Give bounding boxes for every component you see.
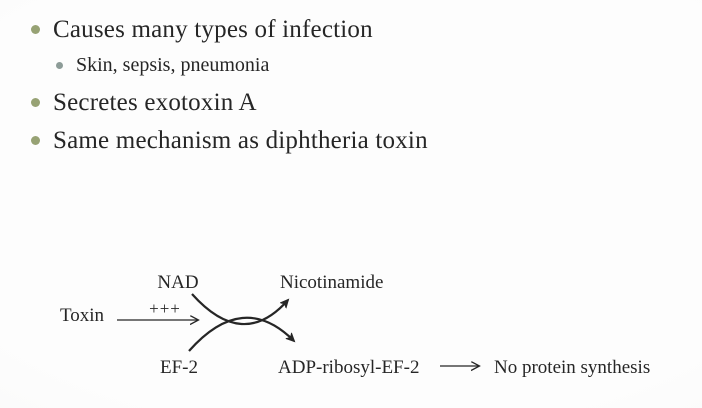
sub-bullet-text: Skin, sepsis, pneumonia (76, 54, 270, 76)
ef2-to-adp-ribosyl-curve (188, 316, 294, 352)
nad-label: NAD (157, 272, 198, 293)
toxin-label: Toxin (60, 305, 105, 326)
bullet-text: Secretes exotoxin A (53, 89, 257, 116)
nad-to-nicotinamide-curve (191, 293, 288, 326)
sub-bullet-item: Skin, sepsis, pneumonia (56, 53, 269, 77)
bullet-dot-icon (31, 136, 40, 145)
catalysis-plus-label: +++ (149, 299, 181, 318)
bullet-item: Secretes exotoxin A (31, 88, 257, 117)
nicotinamide-label: Nicotinamide (280, 272, 383, 293)
reaction-diagram: Toxin +++ NAD Nicotinamide EF-2 ADP-ribo… (60, 272, 650, 378)
no-protein-synthesis-label: No protein synthesis (494, 357, 650, 378)
adp-ribosyl-ef2-label: ADP-ribosyl-EF-2 (278, 357, 419, 378)
bullet-item: Same mechanism as diphtheria toxin (31, 126, 428, 155)
sub-bullet-dot-icon (56, 61, 63, 69)
bullet-dot-icon (31, 25, 40, 34)
bullet-text: Same mechanism as diphtheria toxin (53, 127, 428, 154)
bullet-text: Causes many types of infection (53, 16, 373, 43)
bullet-item: Causes many types of infection (31, 15, 373, 44)
bullet-dot-icon (31, 98, 40, 107)
ef2-label: EF-2 (160, 357, 198, 378)
